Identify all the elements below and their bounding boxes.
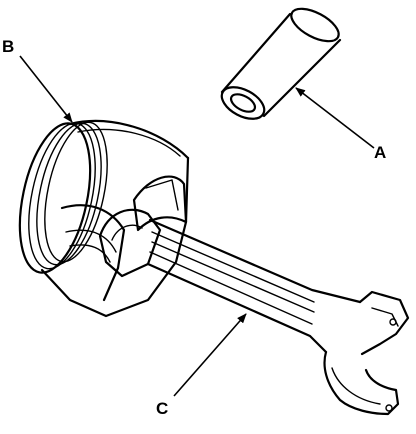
leader-line-b	[19, 55, 73, 123]
piston	[18, 120, 190, 318]
callout-label-c: C	[156, 399, 168, 418]
piston-pin	[220, 7, 342, 120]
leader-line-c	[173, 313, 247, 397]
leader-line-a	[295, 87, 375, 149]
connecting-rod	[98, 208, 410, 416]
callout-label-b: B	[2, 37, 14, 56]
callout-label-a: A	[374, 143, 386, 162]
